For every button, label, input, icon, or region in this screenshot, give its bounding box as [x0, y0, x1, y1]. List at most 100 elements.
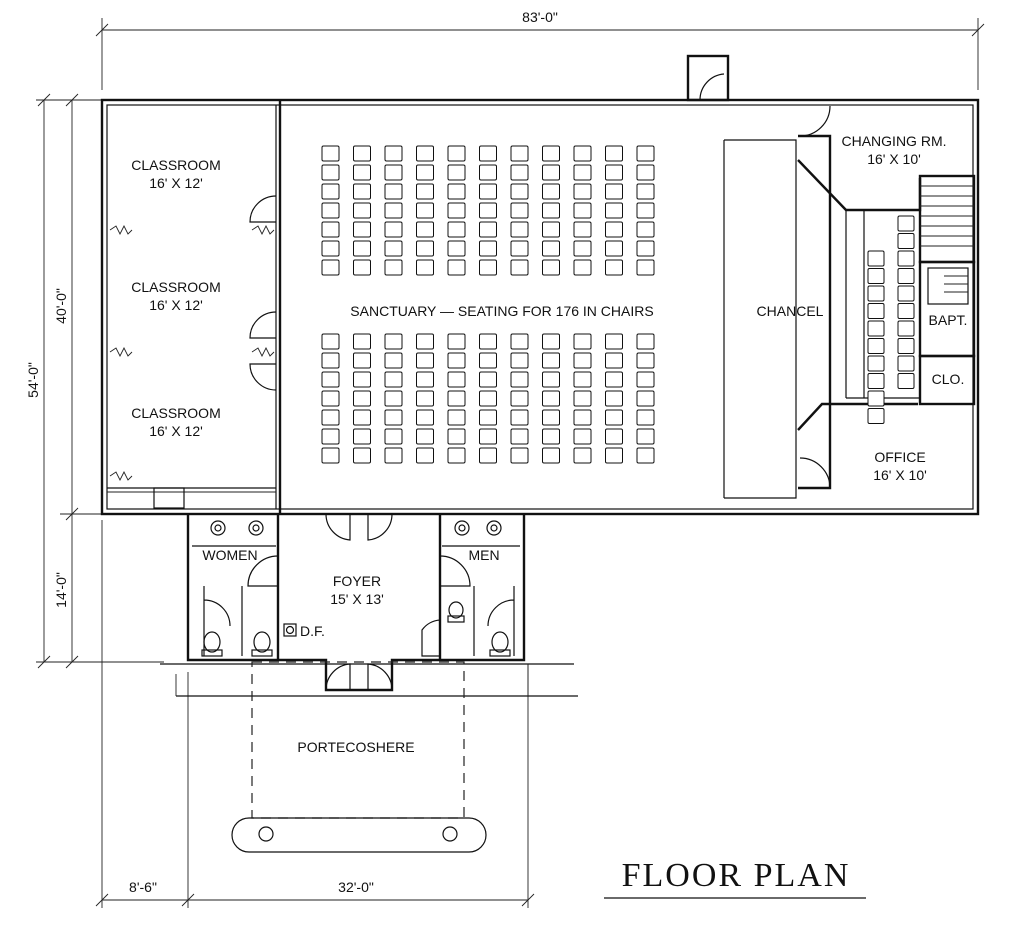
chair: [897, 303, 915, 319]
chair: [897, 355, 915, 372]
chair: [867, 373, 885, 389]
chair: [510, 333, 529, 350]
chair: [636, 221, 655, 238]
chair: [321, 390, 340, 407]
chair: [542, 221, 560, 238]
chair: [447, 259, 466, 276]
plumbing-fixtures: [201, 520, 511, 657]
chair: [321, 371, 340, 388]
chair: [416, 221, 434, 238]
office-name: OFFICE: [874, 449, 925, 465]
stairs-icon: [920, 185, 974, 247]
classroom-3-size: 16' X 12': [149, 423, 203, 439]
office-size: 16' X 10': [873, 467, 927, 483]
chair: [867, 268, 885, 284]
chair: [479, 221, 497, 238]
chair: [384, 333, 403, 350]
chair: [384, 202, 403, 219]
chair: [447, 371, 466, 388]
chair: [636, 447, 655, 464]
sanctuary-label: SANCTUARY — SEATING FOR 176 IN CHAIRS: [350, 303, 653, 319]
chair: [353, 428, 371, 445]
chancel-label: CHANCEL: [757, 303, 824, 319]
chair: [447, 390, 466, 407]
chair: [384, 447, 403, 464]
womens-restroom-label: WOMEN: [202, 547, 257, 563]
chair: [479, 240, 497, 257]
chair: [605, 390, 623, 407]
chair: [321, 333, 340, 350]
chair: [384, 145, 403, 162]
chair: [321, 352, 340, 369]
chair: [416, 259, 434, 276]
chair: [867, 390, 885, 407]
chair: [416, 390, 434, 407]
chair: [897, 250, 915, 267]
chair: [573, 409, 592, 426]
chair: [384, 183, 403, 200]
chair: [573, 240, 592, 257]
dim-foyer-depth: 14'-0": [53, 572, 69, 608]
chair: [510, 428, 529, 445]
chair: [321, 183, 340, 200]
chair: [573, 202, 592, 219]
chair: [542, 259, 560, 276]
chair: [542, 409, 560, 426]
chair: [447, 221, 466, 238]
chair: [897, 373, 915, 389]
chair: [605, 333, 623, 350]
chair: [321, 259, 340, 276]
chair: [384, 352, 403, 369]
chair: [542, 145, 560, 162]
chair: [636, 371, 655, 388]
chair: [416, 428, 434, 445]
chair: [897, 338, 915, 354]
chair: [384, 240, 403, 257]
chair: [867, 320, 885, 337]
chair: [447, 164, 466, 181]
chair: [384, 221, 403, 238]
chair: [605, 183, 623, 200]
chair: [573, 259, 592, 276]
chair: [353, 164, 371, 181]
chair: [573, 371, 592, 388]
dim-overall-depth: 54'-0": [25, 362, 41, 398]
chair: [573, 183, 592, 200]
chair: [542, 240, 560, 257]
chair: [447, 352, 466, 369]
chair: [636, 259, 655, 276]
chair: [384, 428, 403, 445]
chair: [636, 352, 655, 369]
plan-title: FLOOR PLAN: [622, 857, 851, 894]
dim-main-depth: 40'-0": [53, 288, 69, 324]
dimension-lines: [36, 18, 985, 908]
chair: [353, 409, 371, 426]
chair: [321, 240, 340, 257]
chair: [416, 371, 434, 388]
chair: [636, 409, 655, 426]
chair: [605, 447, 623, 464]
chair: [479, 409, 497, 426]
chair: [897, 233, 915, 249]
chair: [605, 240, 623, 257]
chair: [510, 259, 529, 276]
foyer-walls: [160, 513, 574, 692]
chair: [897, 285, 915, 302]
chair: [867, 250, 885, 267]
chair: [321, 145, 340, 162]
chair: [416, 333, 434, 350]
chair: [416, 447, 434, 464]
chair: [542, 352, 560, 369]
chair: [636, 240, 655, 257]
mens-restroom-label: MEN: [468, 547, 499, 563]
chair: [416, 202, 434, 219]
chair: [573, 352, 592, 369]
chair: [510, 447, 529, 464]
chair: [573, 428, 592, 445]
chair: [321, 409, 340, 426]
chair: [510, 183, 529, 200]
chair: [605, 202, 623, 219]
chair: [321, 447, 340, 464]
dim-porte-width: 32'-0": [338, 879, 374, 895]
chair: [479, 352, 497, 369]
